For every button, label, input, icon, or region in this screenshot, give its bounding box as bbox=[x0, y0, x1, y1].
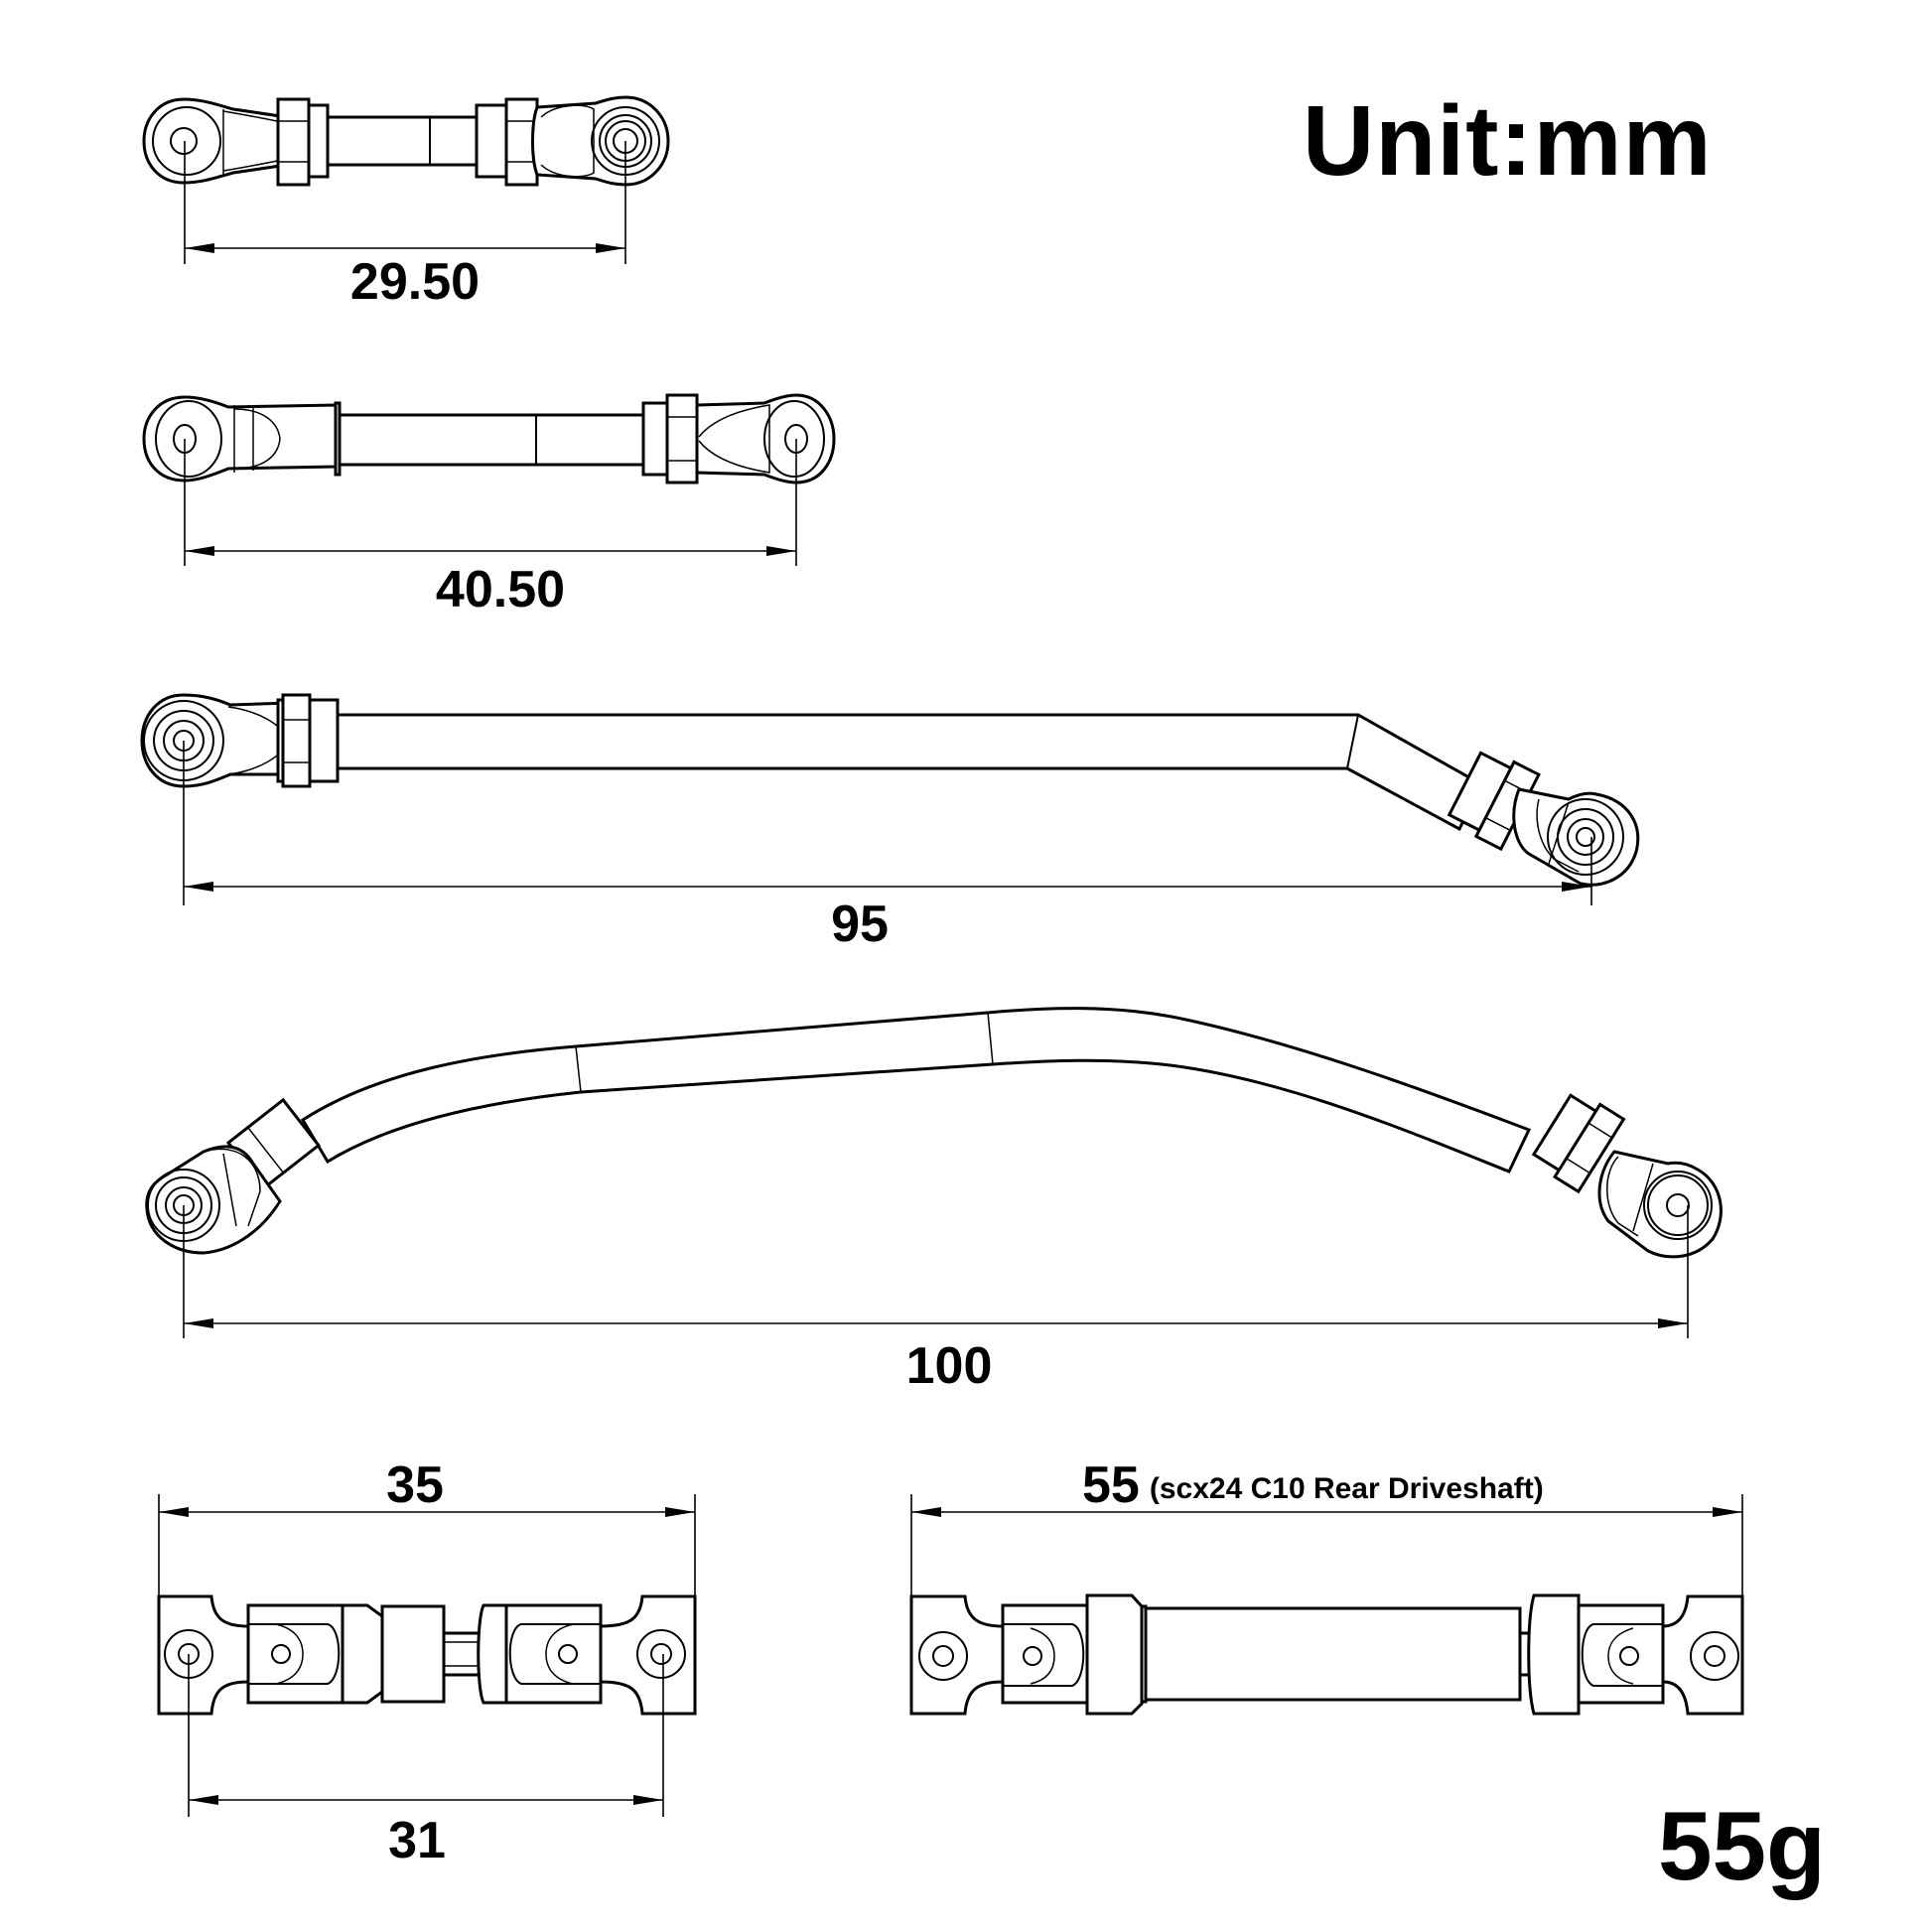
dimension-label-link-4: 100 bbox=[905, 1337, 993, 1395]
dimension-label-driveshaft-1-overall: 35 bbox=[386, 1456, 444, 1514]
link-2-drawing bbox=[142, 393, 836, 566]
unit-label: Unit:mm bbox=[1303, 85, 1713, 197]
link-1-drawing bbox=[142, 95, 670, 264]
link-3-drawing bbox=[140, 693, 1640, 905]
rod-end-right bbox=[531, 95, 670, 187]
driveshaft-2-dimension: 55 bbox=[1082, 1456, 1140, 1514]
dimension-label-link-1: 29.50 bbox=[349, 253, 481, 311]
dimension-label-link-3: 95 bbox=[831, 896, 889, 953]
driveshaft-2-note: (scx24 C10 Rear Driveshaft) bbox=[1149, 1472, 1544, 1505]
dimension-label-driveshaft-1-holes: 31 bbox=[388, 1812, 446, 1869]
weight-label: 55g bbox=[1658, 1791, 1826, 1900]
link-4-drawing bbox=[145, 1007, 1723, 1338]
dimension-label-driveshaft-2: 55 (scx24 C10 Rear Driveshaft) bbox=[1082, 1459, 1544, 1511]
driveshaft-2-drawing bbox=[909, 1494, 1744, 1716]
driveshaft-1-drawing bbox=[157, 1494, 697, 1817]
dimension-label-link-2: 40.50 bbox=[435, 561, 566, 619]
